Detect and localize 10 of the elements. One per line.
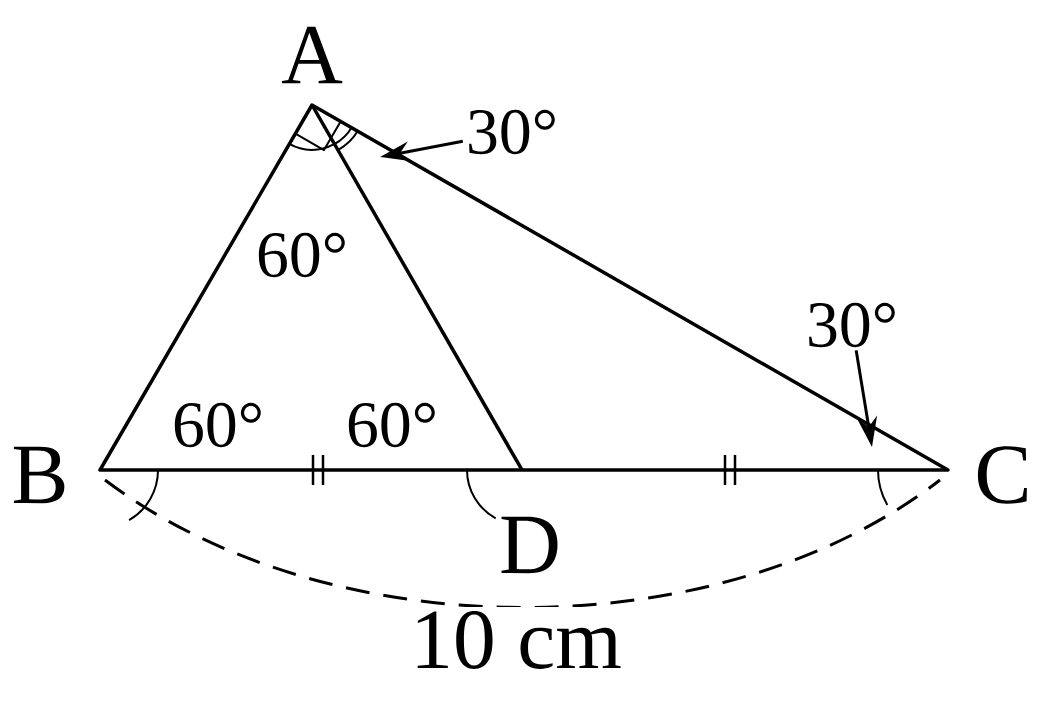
- vertex-label: D: [501, 516, 558, 574]
- vertex-label: B: [13, 446, 65, 504]
- angle-label: 30°: [809, 302, 895, 348]
- dimension-label: 10 cm: [406, 607, 626, 673]
- angle-label: 60°: [258, 232, 345, 278]
- angle-label: 60°: [174, 402, 261, 448]
- vertex-label: C: [977, 446, 1027, 504]
- vertex-label: A: [281, 26, 343, 84]
- angle-label: 30°: [469, 109, 555, 155]
- angle-label: 60°: [348, 402, 435, 448]
